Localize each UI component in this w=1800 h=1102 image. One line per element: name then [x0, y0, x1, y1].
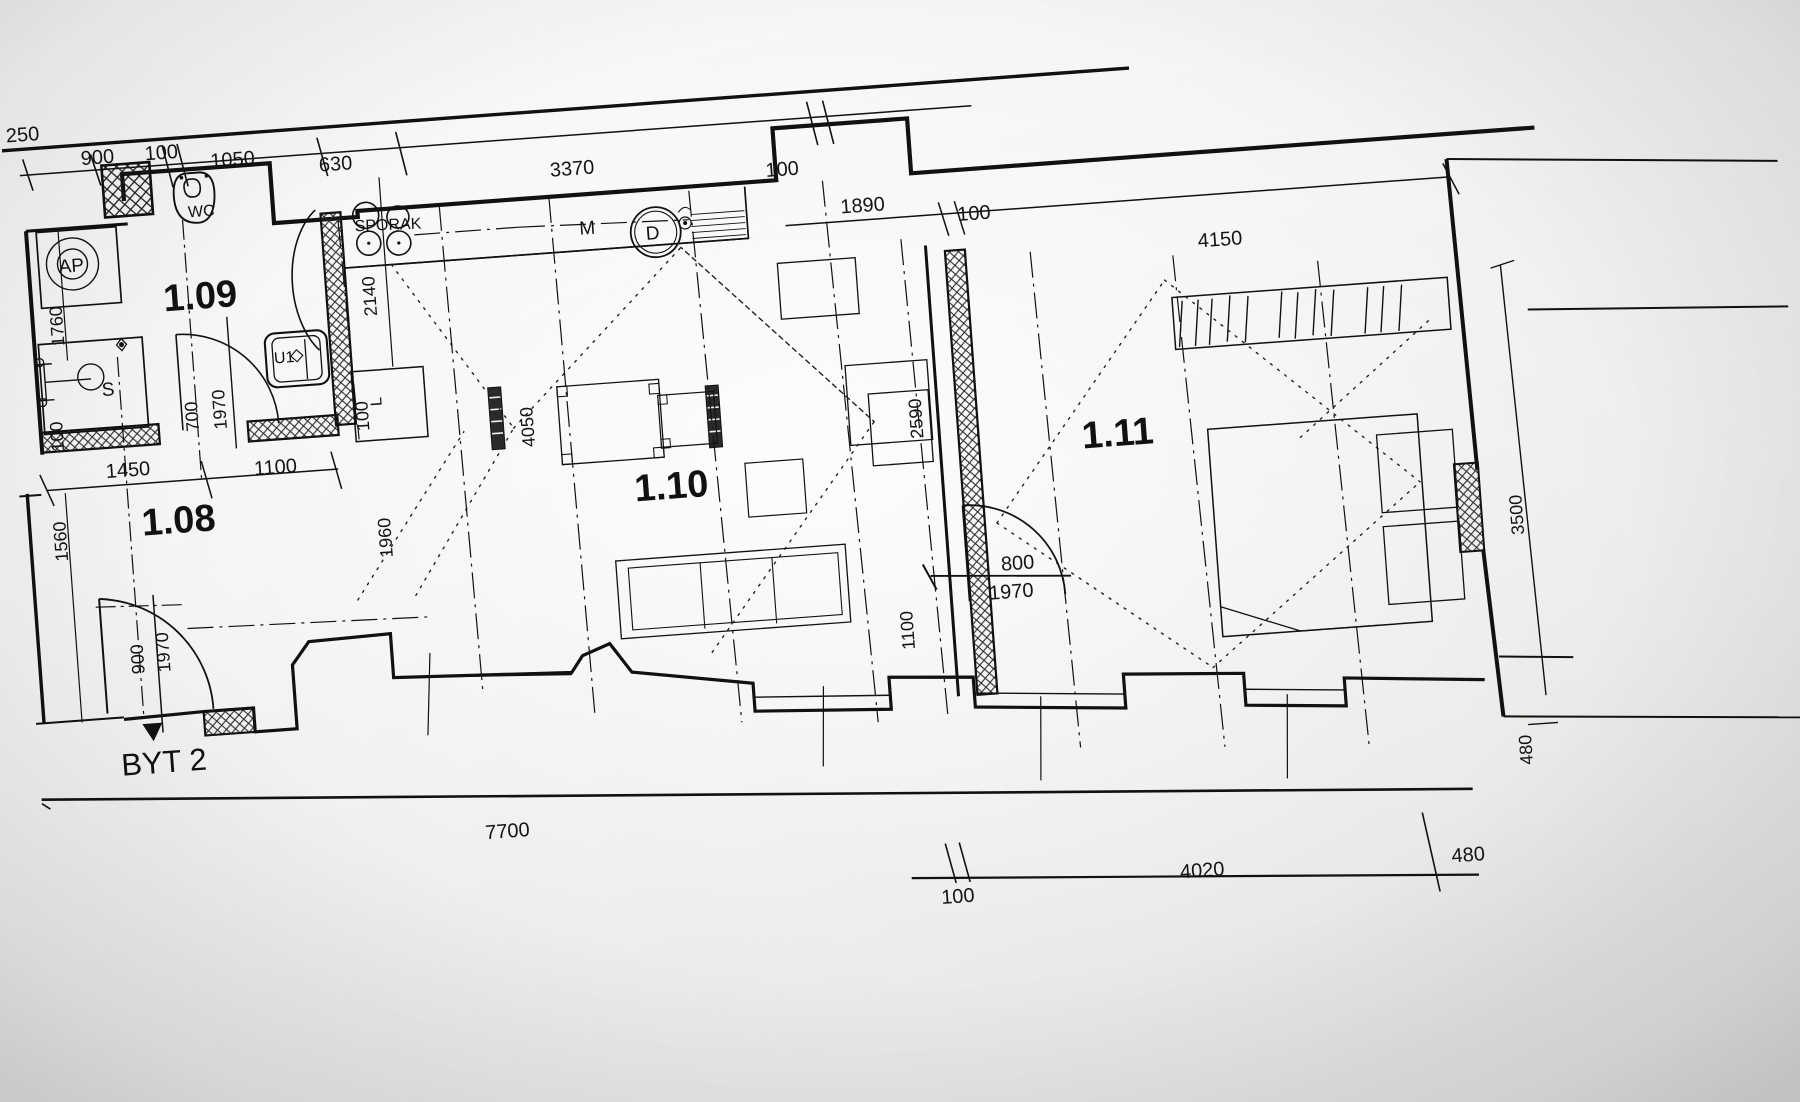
- fixture-ap-boiler: AP: [35, 225, 123, 310]
- dim-1970-c: 1970: [988, 579, 1034, 604]
- dim-4020: 4020: [1179, 858, 1225, 883]
- dim-1560: 1560: [49, 521, 72, 562]
- dim-chain-109-bottom: 1450 1100: [39, 451, 343, 507]
- outer-wall-top: [119, 116, 1535, 226]
- bottom-outer-reference: [41, 787, 1473, 810]
- partition-wall-110-111: [923, 245, 961, 697]
- radiator-left: [487, 386, 506, 451]
- dim-100-e: 100: [351, 400, 373, 431]
- furniture-side-table-110: [744, 458, 808, 518]
- dim-250: 250: [5, 123, 40, 147]
- dim-1100-a: 1100: [253, 455, 298, 480]
- dim-480-a: 480: [1515, 734, 1537, 765]
- dim-4150: 4150: [1197, 227, 1243, 252]
- fridge-l-label: L: [368, 396, 386, 406]
- wardrobe-111: [1171, 276, 1452, 351]
- shower-label: S: [101, 379, 115, 401]
- furniture-chair-110: [657, 390, 718, 449]
- room-label-110: 1.10: [633, 463, 710, 510]
- dim-1100-b: 1100: [896, 610, 919, 650]
- dim-100-c: 100: [956, 202, 991, 226]
- fixture-wc: WC: [172, 171, 216, 224]
- dim-1960: 1960: [374, 517, 397, 558]
- room-109-walls: [23, 222, 128, 455]
- furniture-sofa-110: [615, 543, 852, 640]
- entry-door-byt2: 900 1970: [98, 594, 215, 742]
- sink-d-label: D: [645, 223, 660, 245]
- dim-1970-b: 1970: [152, 632, 175, 673]
- outer-wall-right: [1444, 158, 1506, 717]
- dim-1890: 1890: [840, 193, 886, 218]
- dim-vertical-kitchen: 2140 1960 4050: [358, 177, 539, 558]
- fixture-fridge-l: L 100: [350, 365, 429, 443]
- dim-1760: 1760: [46, 306, 69, 347]
- axis-gridlines: [95, 180, 1370, 748]
- freezer-m-label: M: [579, 218, 596, 240]
- room-label-111: 1.11: [1080, 410, 1155, 457]
- dim-100-b: 100: [765, 158, 800, 182]
- bed-111: [1206, 413, 1466, 638]
- dim-2140: 2140: [358, 276, 381, 317]
- byt-2-label: BYT 2: [120, 742, 208, 783]
- dim-630: 630: [318, 152, 353, 176]
- right-extension-lines: [1446, 158, 1800, 719]
- top-outer-dimension-line: [1, 66, 1130, 153]
- dim-1970-a: 1970: [208, 389, 231, 430]
- fixture-sink-d: D: [629, 206, 747, 259]
- room-108-walls: [19, 493, 124, 725]
- fixture-shower: S: [34, 336, 150, 436]
- furniture-wardrobe-110: [776, 256, 934, 467]
- wc-label: WC: [187, 202, 215, 221]
- dim-2590: 2590: [905, 398, 928, 439]
- door-swing-kitchen: [291, 209, 321, 351]
- dim-bottom-7700: 7700: [484, 819, 530, 844]
- kitchen-counter: [340, 186, 750, 269]
- u1-label: U1: [273, 349, 295, 367]
- wall-hatch-blocks: [39, 160, 1486, 737]
- dim-480-b: 480: [1451, 843, 1486, 867]
- dim-1450: 1450: [105, 458, 151, 483]
- room-label-109: 1.09: [162, 273, 239, 320]
- bottom-wall-profile: [123, 631, 1485, 734]
- dim-700: 700: [181, 401, 203, 432]
- door-swing-111: 800 1970 1100: [896, 504, 1072, 650]
- dim-3370: 3370: [549, 157, 595, 182]
- sporak-label: SPORAK: [354, 216, 422, 236]
- dim-right-side: 3500 480: [1490, 259, 1559, 766]
- dim-100-d: 100: [46, 421, 68, 452]
- dim-3500: 3500: [1505, 494, 1528, 535]
- dim-4050: 4050: [516, 406, 539, 447]
- fixture-stove: SPORAK: [351, 201, 422, 257]
- ap-label: AP: [58, 255, 85, 278]
- fixture-washbasin-u1: U1: [263, 329, 331, 389]
- dim-upper-right-chain: 1890 100 4150: [785, 162, 1460, 252]
- door-swing-109: [175, 316, 280, 449]
- entry-arrow-marker: [142, 722, 163, 742]
- dim-7700: 7700: [484, 819, 530, 844]
- dim-900-b: 900: [127, 644, 149, 675]
- furniture-table-110: [556, 378, 665, 466]
- room-label-108: 1.08: [140, 497, 217, 544]
- dim-100-f: 100: [940, 885, 975, 909]
- dim-bottom-right-chain: 100 4020 480: [911, 812, 1486, 909]
- dim-800: 800: [1000, 551, 1035, 575]
- dim-vertical-108: 1560: [49, 493, 83, 723]
- dotted-diagonals: [357, 246, 1429, 669]
- window-markers: [427, 652, 1289, 781]
